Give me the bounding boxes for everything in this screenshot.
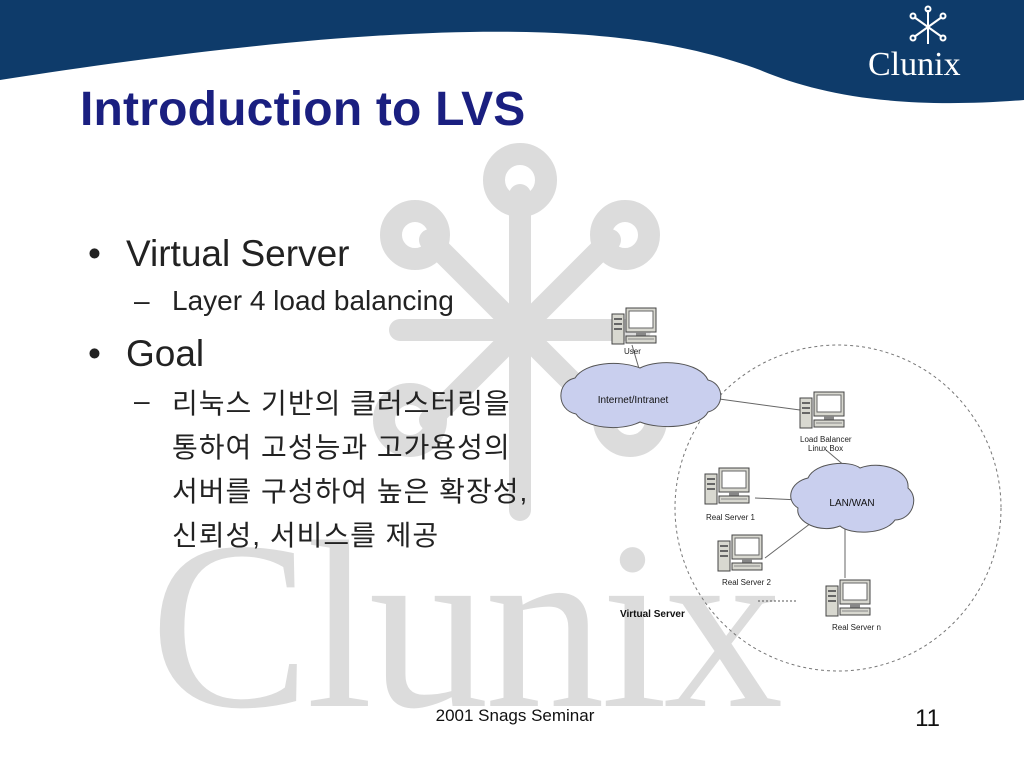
load-balancer-os-label: Linux Box <box>808 444 843 453</box>
sub-bullet-marker: – <box>134 285 150 316</box>
sub-bullet-text: 리눅스 기반의 클러스터링을 통하여 고성능과 고가용성의 서버를 구성하여 높… <box>172 388 529 551</box>
bullet-virtual-server: • Virtual Server <box>88 230 558 278</box>
cloud-internet-label: Internet/Intranet <box>598 395 669 406</box>
page-number: 11 <box>915 705 940 732</box>
bullet-goal: • Goal <box>88 330 558 378</box>
user-computer-icon <box>611 307 657 345</box>
sub-bullet-layer4: – Layer 4 load balancing <box>88 282 558 320</box>
diagram-caption: Virtual Server <box>620 609 685 620</box>
cloud-lan-label: LAN/WAN <box>829 498 874 509</box>
load-balancer-computer-icon <box>799 391 845 429</box>
load-balancer-label: Load Balancer <box>800 435 852 444</box>
footer-text: 2001 Snags Seminar <box>435 706 595 725</box>
sub-bullet-text: Layer 4 load balancing <box>172 285 454 316</box>
sub-bullet-marker: – <box>134 385 150 416</box>
virtual-server-boundary <box>674 344 1002 672</box>
real-server-1-computer-icon <box>704 467 750 505</box>
sub-bullet-goal-description: – 리눅스 기반의 클러스터링을 통하여 고성능과 고가용성의 서버를 구성하여… <box>88 382 558 558</box>
user-label: User <box>624 347 641 356</box>
real-server-1-label: Real Server 1 <box>706 513 755 522</box>
slide-title: Introduction to LVS <box>80 83 526 136</box>
bullet-marker: • <box>88 333 101 374</box>
bullet-list: • Virtual Server – Layer 4 load balancin… <box>88 230 558 558</box>
logo-snowflake-icon <box>909 5 947 44</box>
bullet-text: Virtual Server <box>126 233 350 274</box>
real-server-n-computer-icon <box>825 579 871 617</box>
brand-logo-text: Clunix <box>868 46 961 83</box>
real-server-2-computer-icon <box>717 534 763 572</box>
real-server-2-label: Real Server 2 <box>722 578 771 587</box>
bullet-text: Goal <box>126 333 205 374</box>
bullet-marker: • <box>88 233 101 274</box>
real-server-n-label: Real Server n <box>832 623 881 632</box>
header-band <box>0 0 1024 104</box>
cloud-internet-intranet <box>560 362 722 428</box>
watermark-text: Clunix <box>150 492 783 758</box>
cloud-lan-wan <box>790 462 915 533</box>
